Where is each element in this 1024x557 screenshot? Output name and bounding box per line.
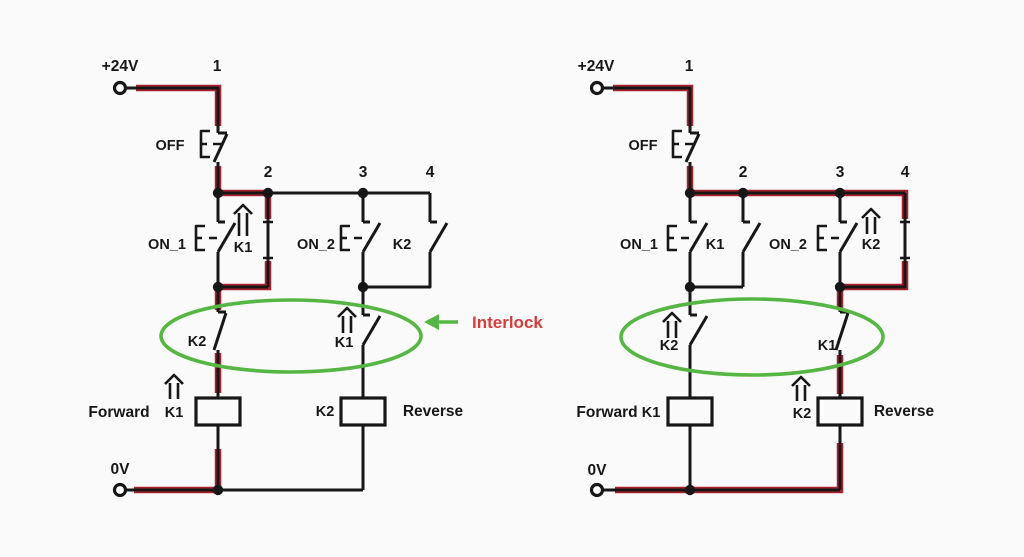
- node-label-4: 4: [901, 164, 910, 181]
- supply-label: +24V: [578, 58, 615, 75]
- on2-pushbutton-no-icon: [816, 220, 859, 253]
- k2-interlock-nc-closed-icon: [212, 310, 228, 351]
- off-label: OFF: [629, 138, 658, 154]
- interlock-annotation: Interlock: [424, 313, 543, 332]
- energized-arrow-icon: [861, 207, 881, 234]
- interlock-label: Interlock: [472, 313, 543, 332]
- interlock-k1-label: K1: [818, 338, 837, 354]
- coil-k1-label: K1: [165, 405, 184, 421]
- off-pushbutton-nc-icon: [671, 129, 701, 163]
- node-label-1: 1: [213, 58, 222, 75]
- reverse-label: Reverse: [403, 403, 464, 420]
- node-label-1: 1: [685, 58, 694, 75]
- junction-dot: [834, 187, 846, 199]
- k2-interlock-contact-open-icon: [688, 313, 709, 346]
- junction-dot: [212, 187, 224, 199]
- on2-pushbutton-no-icon: [339, 220, 382, 253]
- node-label-2: 2: [739, 164, 748, 181]
- reverse-label: Reverse: [874, 403, 935, 420]
- off-label: OFF: [156, 138, 185, 154]
- wires: [126, 86, 432, 492]
- node-label-4: 4: [426, 164, 435, 181]
- junction-dot: [357, 187, 369, 199]
- interlock-k1-label: K1: [335, 335, 354, 351]
- k1-latch-contact-closed-icon: [263, 220, 273, 260]
- node-label-3: 3: [836, 164, 845, 181]
- latch-k2-label: K2: [393, 237, 412, 253]
- k1-relay-coil: [194, 396, 242, 427]
- interlock-highlight-ellipse: [619, 297, 885, 377]
- coil-k2-label: K2: [793, 406, 812, 422]
- k1-latch-contact-open-icon: [741, 220, 762, 253]
- on1-label: ON_1: [148, 237, 186, 253]
- interlock-highlight-ellipse: [159, 298, 423, 374]
- supply-label: +24V: [102, 58, 139, 75]
- ground-label: 0V: [111, 461, 131, 478]
- junction-dot: [834, 281, 846, 293]
- energized-arrow-icon: [662, 311, 682, 338]
- ground-label: 0V: [588, 462, 608, 479]
- interlock-k2-label: K2: [660, 338, 679, 354]
- junction-dot: [684, 484, 696, 496]
- k1-interlock-contact-open-icon: [361, 313, 382, 346]
- k2-latch-contact-open-icon: [428, 220, 449, 253]
- energized-arrow-icon: [337, 306, 357, 333]
- on1-label: ON_1: [620, 237, 658, 253]
- forward-label: Forward: [88, 404, 149, 421]
- coil-k1-label: K1: [642, 405, 661, 421]
- junction-dot: [684, 187, 696, 199]
- off-pushbutton-nc-icon: [199, 129, 229, 163]
- on1-pushbutton-no-icon: [194, 220, 237, 253]
- k1-interlock-nc-closed-icon: [834, 310, 850, 351]
- k2-latch-contact-closed-icon: [900, 220, 910, 260]
- node-label-3: 3: [359, 164, 368, 181]
- ground-terminal-icon: [112, 482, 128, 498]
- on1-pushbutton-no-icon: [666, 220, 709, 253]
- energized-arrow-icon: [233, 203, 253, 236]
- junction-dot: [262, 187, 274, 199]
- junction-dot: [737, 187, 749, 199]
- supply-terminal-icon: [112, 80, 128, 96]
- node-label-2: 2: [264, 164, 273, 181]
- junction-dot: [357, 281, 369, 293]
- latch-k1-label: K1: [234, 240, 253, 256]
- coil-k2-label: K2: [316, 404, 335, 420]
- latch-k1-label: K1: [706, 237, 725, 253]
- latch-k2-label: K2: [862, 237, 881, 253]
- k1-relay-coil: [666, 396, 714, 427]
- on2-label: ON_2: [297, 237, 335, 253]
- supply-terminal-icon: [589, 80, 605, 96]
- left-circuit: +24V 1 OFF 2 3 4 ON_1 K1 ON_2 K2 K2 K1 F…: [88, 58, 464, 498]
- junction-dot: [212, 484, 224, 496]
- wires: [603, 86, 907, 492]
- interlock-pointer-arrowhead-icon: [424, 314, 439, 330]
- interlock-k2-label: K2: [188, 334, 207, 350]
- k2-relay-coil: [816, 396, 864, 427]
- energized-arrow-icon: [791, 375, 811, 401]
- k2-relay-coil: [339, 396, 387, 427]
- forward-label: Forward: [576, 404, 637, 421]
- ground-terminal-icon: [589, 482, 605, 498]
- energized-arrow-icon: [164, 373, 184, 399]
- on2-label: ON_2: [769, 237, 807, 253]
- right-circuit: +24V 1 OFF 2 3 4 ON_1 K1 ON_2 K2 K2 K1 F…: [576, 58, 935, 498]
- junction-dot: [212, 281, 224, 293]
- junction-dot: [684, 281, 696, 293]
